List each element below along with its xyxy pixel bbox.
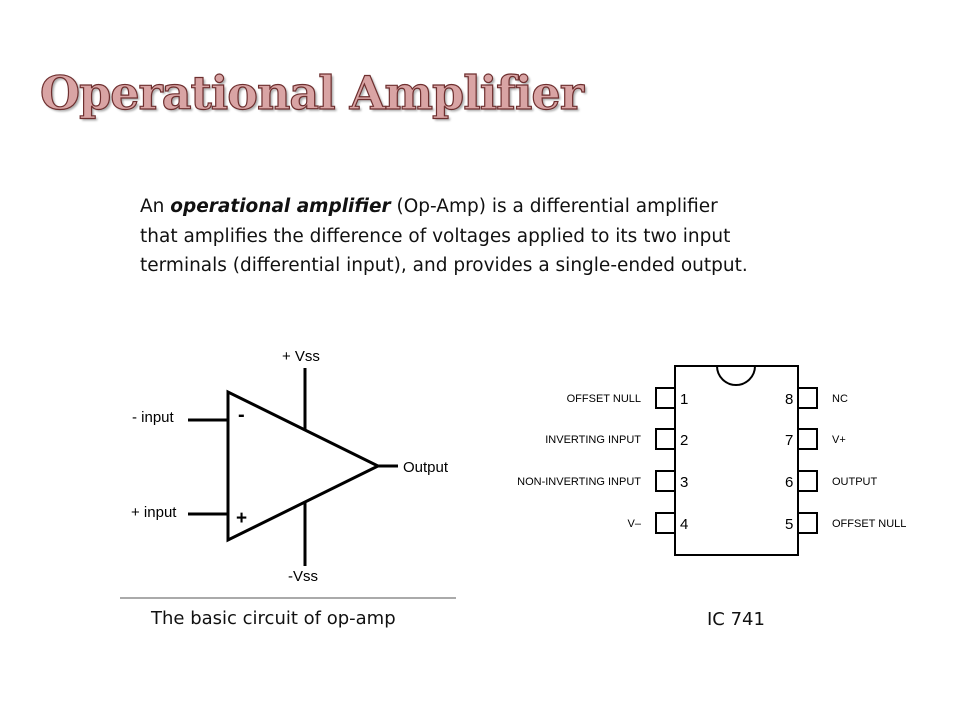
ic-pin-label: OFFSET NULL	[567, 393, 641, 405]
vpos-label: + Vss	[282, 348, 320, 365]
description-paragraph: An operational amplifier (Op-Amp) is a d…	[140, 192, 760, 281]
ic-pin-right-2	[797, 428, 818, 450]
ic-pin-right-1	[797, 387, 818, 409]
output-label: Output	[403, 459, 449, 476]
ic-pin-label: V+	[832, 434, 846, 446]
ic-pin-number: 6	[785, 474, 793, 491]
ic-pin-number: 3	[680, 474, 688, 491]
vneg-label: -Vss	[288, 568, 318, 585]
description-term: operational amplifier	[170, 196, 391, 217]
inv-input-label: - input	[132, 409, 175, 426]
ic-pin-label: INVERTING INPUT	[545, 434, 641, 446]
opamp-caption: The basic circuit of op-amp	[151, 608, 396, 629]
description-rest: (Op-Amp) is a differential amplifier tha…	[140, 196, 748, 276]
ic-pin-left-2	[655, 428, 676, 450]
description-lead: An	[140, 196, 171, 217]
ic-pin-number: 2	[680, 432, 688, 449]
ic-pin-number: 8	[785, 391, 793, 408]
ic-pin-label: OUTPUT	[832, 476, 878, 488]
page-title: Operational Amplifier	[39, 65, 584, 120]
minus-sign: -	[238, 404, 245, 426]
ic-pin-number: 5	[785, 516, 793, 533]
plus-sign: +	[236, 508, 247, 529]
ic-pin-right-4	[797, 512, 818, 534]
ic-pin-right-3	[797, 470, 818, 492]
ic-pin-number: 4	[680, 516, 688, 533]
opamp-triangle	[226, 389, 382, 543]
ic-caption: IC 741	[707, 609, 765, 630]
noninv-input-label: + input	[131, 504, 177, 521]
ic-notch	[716, 365, 756, 386]
ic-pin-label: NC	[832, 393, 848, 405]
ic-pin-left-1	[655, 387, 676, 409]
ic-pin-left-3	[655, 470, 676, 492]
ic-pin-number: 7	[785, 432, 793, 449]
ic-pin-label: OFFSET NULL	[832, 518, 906, 530]
ic-pin-left-4	[655, 512, 676, 534]
ic-pin-label: V–	[628, 518, 642, 530]
ic-pin-number: 1	[680, 391, 688, 408]
ic-pin-label: NON-INVERTING INPUT	[517, 476, 641, 488]
ic-body	[674, 365, 799, 556]
